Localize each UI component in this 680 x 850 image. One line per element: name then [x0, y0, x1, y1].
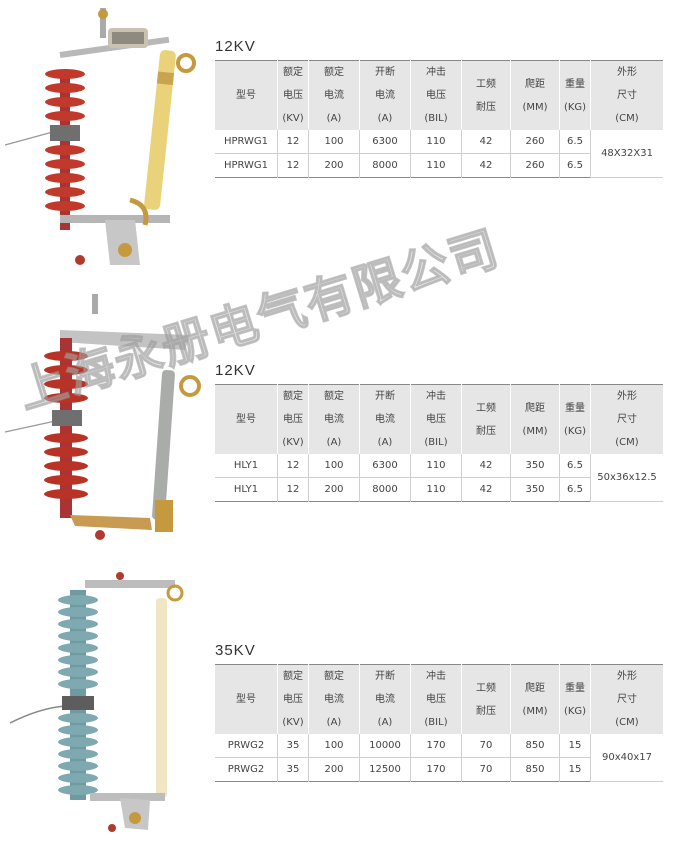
cell-model: PRWG2	[215, 734, 278, 758]
cell-rated-current: 100	[308, 734, 360, 758]
cell-rated-current: 200	[308, 153, 360, 178]
cell-weight: 6.5	[559, 130, 591, 154]
cell-dimensions: 90x40x17	[590, 734, 663, 782]
cell-creepage: 260	[510, 130, 560, 154]
header-weight: 重量(KG)	[559, 664, 591, 734]
header-rated-voltage: 额定电压(KV)	[277, 60, 309, 130]
cell-withstand-voltage: 42	[461, 477, 511, 502]
cell-withstand-voltage: 70	[461, 757, 511, 782]
table-row: HLY1 12 100 6300 110 42 350 6.5 50x36x12…	[215, 454, 663, 502]
header-breaking-current: 开断电流(A)	[359, 384, 411, 454]
header-impulse-voltage: 冲击电压(BIL)	[410, 664, 462, 734]
cell-impulse-voltage: 170	[410, 757, 462, 782]
cell-impulse-voltage: 110	[410, 454, 462, 478]
header-weight: 重量(KG)	[559, 384, 591, 454]
header-creepage-distance: 爬距(MM)	[510, 60, 560, 130]
header-power-frequency-withstand: 工频耐压	[461, 664, 511, 734]
header-dimensions: 外形尺寸(CM)	[590, 384, 663, 454]
cell-breaking-current: 6300	[359, 454, 411, 478]
cell-model: HPRWG1	[215, 153, 278, 178]
section-title-35kv-prwg2: 35KV	[215, 642, 256, 659]
cell-rated-voltage: 12	[277, 153, 309, 178]
header-weight: 重量(KG)	[559, 60, 591, 130]
cell-creepage: 350	[510, 477, 560, 502]
table-row: HPRWG1 12 100 6300 110 42 260 6.5 48X32X…	[215, 130, 663, 178]
cell-withstand-voltage: 42	[461, 130, 511, 154]
table-row: PRWG2 35 100 10000 170 70 850 15 90x40x1…	[215, 734, 663, 782]
header-rated-voltage: 额定电压(KV)	[277, 384, 309, 454]
cell-rated-current: 200	[308, 757, 360, 782]
cell-withstand-voltage: 42	[461, 153, 511, 178]
table-header-row: 型号 额定电压(KV) 额定电流(A) 开断电流(A) 冲击电压(BIL) 工频…	[215, 60, 663, 130]
fuse-cutout-hly1-image	[4, 294, 201, 540]
cell-rated-current: 100	[308, 454, 360, 478]
header-dimensions: 外形尺寸(CM)	[590, 60, 663, 130]
section-title-12kv-hprwg1: 12KV	[215, 38, 256, 55]
header-model: 型号	[215, 664, 278, 734]
cell-weight: 15	[559, 734, 591, 758]
cell-rated-current: 200	[308, 477, 360, 502]
header-rated-current: 额定电流(A)	[308, 60, 360, 130]
cell-rated-voltage: 12	[277, 454, 309, 478]
cell-breaking-current: 6300	[359, 130, 411, 154]
cell-weight: 15	[559, 757, 591, 782]
header-power-frequency-withstand: 工频耐压	[461, 384, 511, 454]
cell-dimensions: 48X32X31	[590, 130, 663, 178]
cell-model: HLY1	[215, 477, 278, 502]
cell-impulse-voltage: 110	[410, 153, 462, 178]
cell-breaking-current: 12500	[359, 757, 411, 782]
header-dimensions: 外形尺寸(CM)	[590, 664, 663, 734]
table-row: HPRWG1 12 200 8000 110 42 260 6.5	[215, 153, 663, 178]
cell-dimensions: 50x36x12.5	[590, 454, 663, 502]
cell-model: HPRWG1	[215, 130, 278, 154]
cell-rated-current: 100	[308, 130, 360, 154]
header-rated-current: 额定电流(A)	[308, 664, 360, 734]
spec-table-hly1: 型号 额定电压(KV) 额定电流(A) 开断电流(A) 冲击电压(BIL) 工频…	[215, 384, 663, 502]
header-breaking-current: 开断电流(A)	[359, 60, 411, 130]
section-title-12kv-hly1: 12KV	[215, 362, 256, 379]
table-row: PRWG2 35 200 12500 170 70 850 15	[215, 757, 663, 782]
header-power-frequency-withstand: 工频耐压	[461, 60, 511, 130]
cell-breaking-current: 8000	[359, 477, 411, 502]
cell-weight: 6.5	[559, 454, 591, 478]
cell-breaking-current: 10000	[359, 734, 411, 758]
cell-rated-voltage: 12	[277, 477, 309, 502]
cell-rated-voltage: 35	[277, 734, 309, 758]
cell-model: PRWG2	[215, 757, 278, 782]
table-header-row: 型号 额定电压(KV) 额定电流(A) 开断电流(A) 冲击电压(BIL) 工频…	[215, 664, 663, 734]
header-model: 型号	[215, 60, 278, 130]
header-impulse-voltage: 冲击电压(BIL)	[410, 60, 462, 130]
cell-creepage: 850	[510, 757, 560, 782]
fuse-cutout-prwg2-image	[9, 572, 184, 832]
cell-breaking-current: 8000	[359, 153, 411, 178]
cell-impulse-voltage: 170	[410, 734, 462, 758]
cell-withstand-voltage: 70	[461, 734, 511, 758]
cell-rated-voltage: 35	[277, 757, 309, 782]
header-breaking-current: 开断电流(A)	[359, 664, 411, 734]
header-creepage-distance: 爬距(MM)	[510, 384, 560, 454]
cell-impulse-voltage: 110	[410, 477, 462, 502]
cell-model: HLY1	[215, 454, 278, 478]
header-model: 型号	[215, 384, 278, 454]
cell-weight: 6.5	[559, 477, 591, 502]
header-impulse-voltage: 冲击电压(BIL)	[410, 384, 462, 454]
header-creepage-distance: 爬距(MM)	[510, 664, 560, 734]
spec-table-prwg2: 型号 额定电压(KV) 额定电流(A) 开断电流(A) 冲击电压(BIL) 工频…	[215, 664, 663, 782]
cell-rated-voltage: 12	[277, 130, 309, 154]
fuse-cutout-hprwg1-image	[4, 8, 196, 265]
table-row: HLY1 12 200 8000 110 42 350 6.5	[215, 477, 663, 502]
header-rated-current: 额定电流(A)	[308, 384, 360, 454]
cell-withstand-voltage: 42	[461, 454, 511, 478]
header-rated-voltage: 额定电压(KV)	[277, 664, 309, 734]
cell-impulse-voltage: 110	[410, 130, 462, 154]
cell-creepage: 260	[510, 153, 560, 178]
cell-creepage: 850	[510, 734, 560, 758]
cell-creepage: 350	[510, 454, 560, 478]
table-header-row: 型号 额定电压(KV) 额定电流(A) 开断电流(A) 冲击电压(BIL) 工频…	[215, 384, 663, 454]
cell-weight: 6.5	[559, 153, 591, 178]
spec-table-hprwg1: 型号 额定电压(KV) 额定电流(A) 开断电流(A) 冲击电压(BIL) 工频…	[215, 60, 663, 178]
